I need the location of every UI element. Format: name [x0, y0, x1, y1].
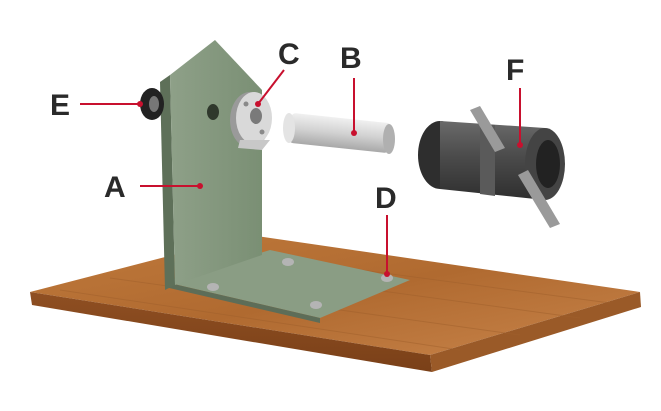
leader-dot-f: [517, 142, 523, 148]
leader-dot-a: [197, 183, 203, 189]
leader-dot-e: [137, 101, 143, 107]
flanged-bushing: [230, 92, 272, 150]
mounting-bracket: [160, 40, 410, 323]
callout-label-e: E: [50, 89, 70, 122]
callout-label-d: D: [375, 182, 397, 215]
callout-label-f: F: [506, 54, 524, 87]
leader-line-c: [257, 69, 285, 105]
leader-dot-b: [351, 130, 357, 136]
callout-label-a: A: [104, 171, 126, 204]
screw-head: [207, 283, 219, 291]
screw-head: [310, 301, 322, 309]
screw-head: [381, 274, 393, 282]
screw-head: [282, 258, 294, 266]
washer: [140, 88, 164, 120]
callout-group: A B C D E F: [50, 38, 524, 277]
callout-label-b: B: [340, 42, 362, 75]
leader-dot-c: [255, 101, 261, 107]
handle-cylinder: [418, 106, 565, 228]
shaft-pin: [283, 113, 395, 154]
callout-label-c: C: [278, 38, 300, 71]
leader-dot-d: [384, 271, 390, 277]
